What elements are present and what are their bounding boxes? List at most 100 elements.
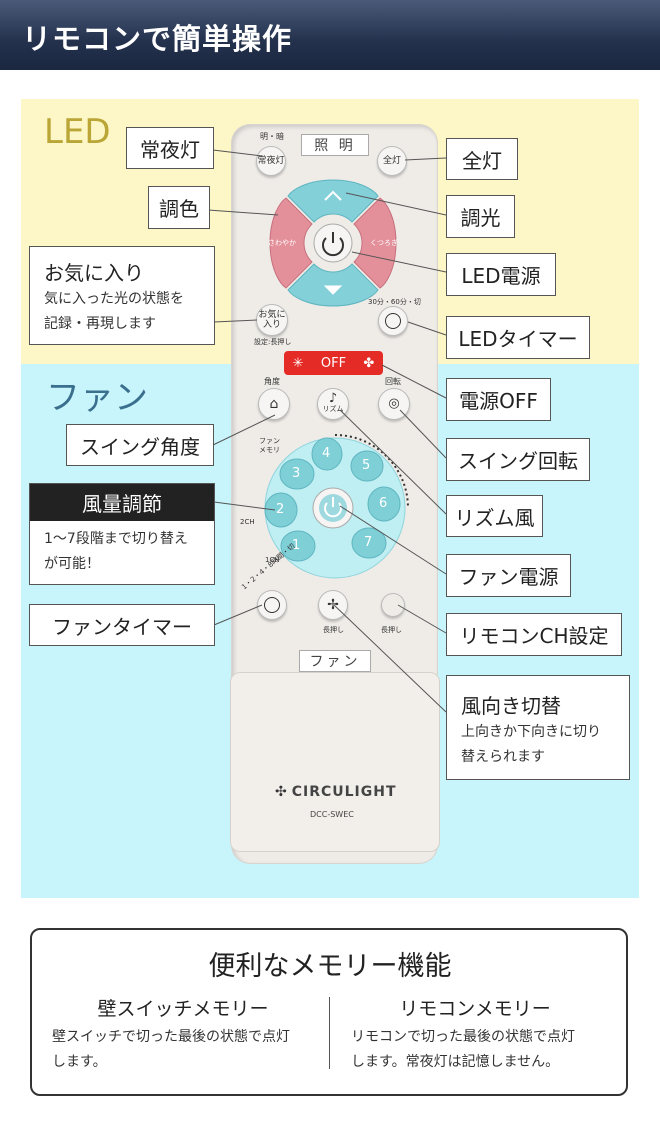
fan-power-inner xyxy=(319,494,347,522)
callout-fan-power: ファン電源 xyxy=(446,554,571,597)
speed-label-7: 7 xyxy=(364,535,373,550)
long-press-label-2: 長押し xyxy=(381,626,402,634)
sun-icon: ✳ xyxy=(292,355,304,371)
callout-led-power: LED電源 xyxy=(446,253,556,296)
remote-memory-title: リモコンメモリー xyxy=(399,998,551,1020)
rhythm-button-label: リズム xyxy=(322,405,344,413)
brand-logo: ✣ CIRCULIGHT xyxy=(275,784,397,800)
wind-dir-title: 風向き切替 xyxy=(461,694,561,718)
speed-button-4[interactable] xyxy=(311,437,343,471)
callout-fan-timer: ファンタイマー xyxy=(29,604,215,646)
fan-section-title: ファン xyxy=(46,378,148,418)
remote-holder xyxy=(230,672,440,852)
led-power-icon xyxy=(322,237,344,257)
page-header xyxy=(0,0,660,70)
callout-night-light: 常夜灯 xyxy=(126,127,214,169)
full-light-button[interactable]: 全灯 xyxy=(377,146,407,176)
callout-full-light: 全灯 xyxy=(446,138,518,180)
ch1-label: 1CH xyxy=(265,556,280,564)
wind-dir-desc-2: 替えられます xyxy=(461,749,545,765)
dimming-down-button[interactable] xyxy=(287,263,379,307)
wind-direction-button[interactable]: ✢ xyxy=(318,590,348,620)
night-light-button-label: 常夜灯 xyxy=(257,156,285,166)
clock-icon xyxy=(385,313,401,329)
power-off-button[interactable]: ✳ OFF ✤ xyxy=(284,351,383,375)
callout-rhythm-wind: リズム風 xyxy=(446,495,543,537)
fan-clock-icon xyxy=(264,597,280,613)
color-cool-button[interactable] xyxy=(353,197,397,289)
callout-airflow: 風量調節 1〜7段階まで切り替え が可能！ xyxy=(29,483,215,585)
night-light-button[interactable]: 常夜灯 xyxy=(256,146,286,176)
speed-label-6: 6 xyxy=(379,496,388,511)
speed-button-5[interactable] xyxy=(350,450,384,482)
remote-ch-button[interactable] xyxy=(381,593,405,617)
memory-title: 便利なメモリー機能 xyxy=(208,951,452,982)
speed-button-3[interactable] xyxy=(279,458,315,490)
fan-speed-dial xyxy=(264,434,409,579)
up-arrow-icon xyxy=(324,190,342,201)
airflow-title: 風量調節 xyxy=(30,484,214,521)
callout-remote-ch: リモコンCH設定 xyxy=(446,613,622,656)
callout-swing-angle: スイング角度 xyxy=(66,424,214,466)
full-light-button-label: 全灯 xyxy=(382,156,401,166)
led-section-title: LED xyxy=(44,112,111,152)
fan-label: ファン xyxy=(299,650,371,672)
remote-memory-desc-2: します。常夜灯は記憶しません。 xyxy=(351,1054,560,1070)
speed-label-4: 4 xyxy=(322,446,331,461)
rotation-icon: ◎ xyxy=(388,396,400,411)
swing-rotation-button[interactable]: ◎ xyxy=(378,388,410,420)
favorite-desc-1: 気に入った光の状態を xyxy=(44,291,184,307)
color-warm-button[interactable] xyxy=(269,197,313,289)
wall-memory-desc-1: 壁スイッチで切った最後の状態で点灯 xyxy=(52,1029,290,1045)
favorite-desc: 気に入った光の状態を 記録・再現します xyxy=(44,287,184,337)
callout-led-timer: LEDタイマー xyxy=(446,316,590,359)
favorite-button-label-2: 入り xyxy=(262,320,281,330)
airflow-desc-2: が可能！ xyxy=(44,556,100,572)
callout-color: 調色 xyxy=(148,186,210,229)
favorite-sub-label: 設定:長押し xyxy=(254,338,292,346)
led-timer-sub-label: 30分・60分・切 xyxy=(368,298,421,306)
speed-button-7[interactable] xyxy=(351,527,387,559)
lighting-label: 照 明 xyxy=(301,134,369,156)
ch2-label: 2CH xyxy=(240,518,255,526)
callout-dimming: 調光 xyxy=(446,195,515,238)
power-off-label: OFF xyxy=(320,355,347,371)
wind-dir-desc: 上向きか下向きに切り 替えられます xyxy=(461,720,601,770)
dimming-up-button[interactable] xyxy=(287,179,379,223)
favorite-title: お気に入り xyxy=(44,261,144,285)
fan-memory-label: ファン メモリ xyxy=(259,437,280,455)
wind-dir-desc-1: 上向きか下向きに切り xyxy=(461,724,601,740)
rhythm-button[interactable]: ♪ リズム xyxy=(317,388,349,420)
brand-logo-icon: ✣ xyxy=(275,784,288,800)
rotation-label: 回転 xyxy=(385,377,401,386)
callout-favorite: お気に入り 気に入った光の状態を 記録・再現します xyxy=(29,246,215,345)
speed-label-5: 5 xyxy=(362,458,371,473)
down-arrow-icon xyxy=(323,285,343,295)
wall-memory-title: 壁スイッチメモリー xyxy=(97,998,269,1020)
airflow-desc: 1〜7段階まで切り替え が可能！ xyxy=(44,527,188,577)
callout-swing-rotation: スイング回転 xyxy=(446,438,590,481)
brand-name: CIRCULIGHT xyxy=(291,784,397,800)
memory-divider xyxy=(329,997,330,1069)
page-title: リモコンで簡単操作 xyxy=(22,22,293,56)
speed-button-1[interactable] xyxy=(280,530,316,562)
bright-dark-label: 明・暗 xyxy=(260,132,284,141)
cool-label: くつろぎ xyxy=(370,239,398,247)
wall-memory-desc-2: します。 xyxy=(52,1054,107,1070)
speed-button-2[interactable] xyxy=(264,492,298,528)
swing-angle-button[interactable]: ⌂ xyxy=(258,388,290,420)
favorite-desc-2: 記録・再現します xyxy=(44,316,156,332)
speed-button-6[interactable] xyxy=(367,486,401,522)
fan-blade-icon: ✢ xyxy=(327,597,339,613)
led-timer-button[interactable] xyxy=(378,306,408,336)
speed-label-3: 3 xyxy=(292,466,301,481)
favorite-button[interactable]: お気に 入り xyxy=(256,304,288,336)
fan-icon: ✤ xyxy=(363,355,375,371)
fan-memory-label-2: メモリ xyxy=(259,446,280,454)
dpad-cluster xyxy=(269,179,397,307)
speed-label-1: 1 xyxy=(292,538,301,553)
warm-label: さわやか xyxy=(268,239,296,247)
long-press-label-1: 長押し xyxy=(323,626,344,634)
speed-label-2: 2 xyxy=(276,502,285,517)
remote-memory-desc-1: リモコンで切った最後の状態で点灯 xyxy=(351,1029,575,1045)
